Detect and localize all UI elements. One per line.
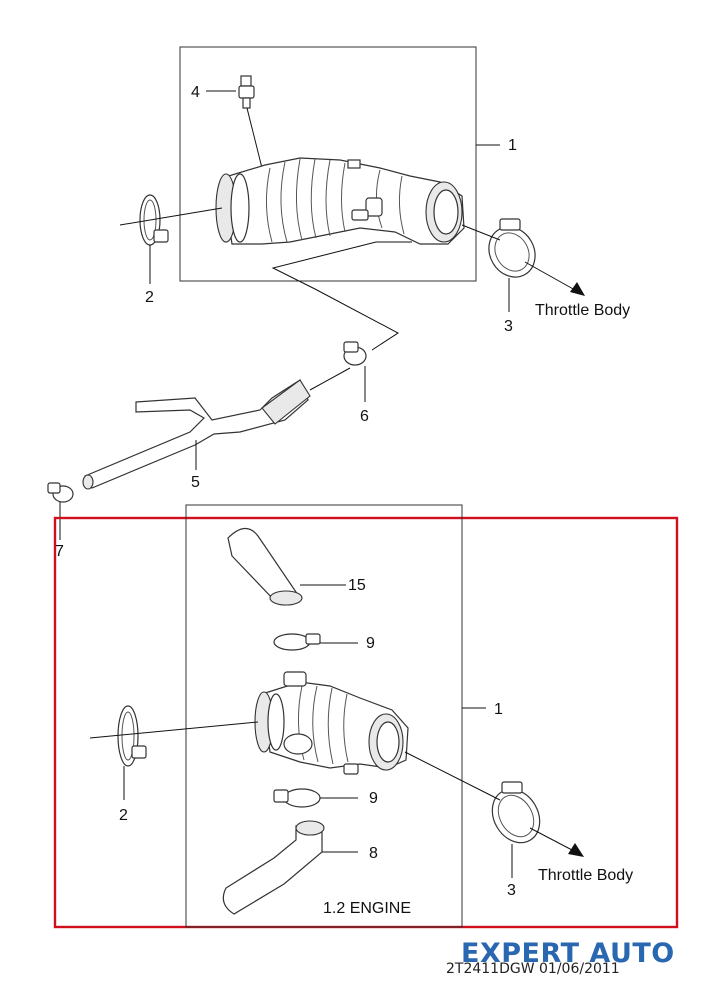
callout-7: 7	[55, 543, 64, 560]
callout-1-bottom: 1	[494, 701, 503, 718]
bottom-clamp-left	[89, 705, 259, 800]
bottom-intake-hose	[254, 671, 409, 775]
top-group-frame	[179, 46, 477, 282]
throttle-body-label-top: Throttle Body	[535, 302, 630, 319]
drawing-code: 2T2411DGW 01/06/2011	[446, 961, 620, 977]
callout-15: 15	[348, 577, 366, 594]
lower-hose	[222, 820, 358, 915]
breather-hose	[82, 367, 351, 490]
top-intake-hose	[215, 157, 465, 245]
throttle-arrow-top	[570, 282, 585, 296]
throttle-body-label-bottom: Throttle Body	[538, 867, 633, 884]
callout-3-top: 3	[504, 318, 513, 335]
breather-clamp-upper	[343, 341, 367, 402]
callout-9-lower: 9	[369, 790, 378, 807]
callout-6: 6	[360, 408, 369, 425]
bottom-group-frame	[185, 504, 463, 928]
callout-9-upper: 9	[366, 635, 375, 652]
top-clamp-left	[119, 194, 223, 284]
callout-3-bottom: 3	[507, 882, 516, 899]
clamp-lower-9	[273, 788, 358, 808]
callout-1-top: 1	[508, 137, 517, 154]
top-clamp-right	[461, 218, 585, 312]
throttle-arrow-bottom	[568, 843, 584, 857]
bottom-clamp-right	[404, 751, 584, 878]
callout-2-top: 2	[145, 289, 154, 306]
callout-8: 8	[369, 845, 378, 862]
top-routing-line	[271, 241, 412, 351]
clamp-upper-9	[273, 633, 358, 651]
watermark-logo: EXPERT AUTO	[461, 938, 675, 969]
sensor-part	[238, 75, 263, 169]
callout-4: 4	[191, 84, 200, 101]
engine-note: 1.2 ENGINE	[323, 900, 411, 917]
upper-hose	[227, 527, 346, 606]
breather-clamp-lower	[47, 482, 74, 540]
callout-5: 5	[191, 474, 200, 491]
callout-2-bottom: 2	[119, 807, 128, 824]
